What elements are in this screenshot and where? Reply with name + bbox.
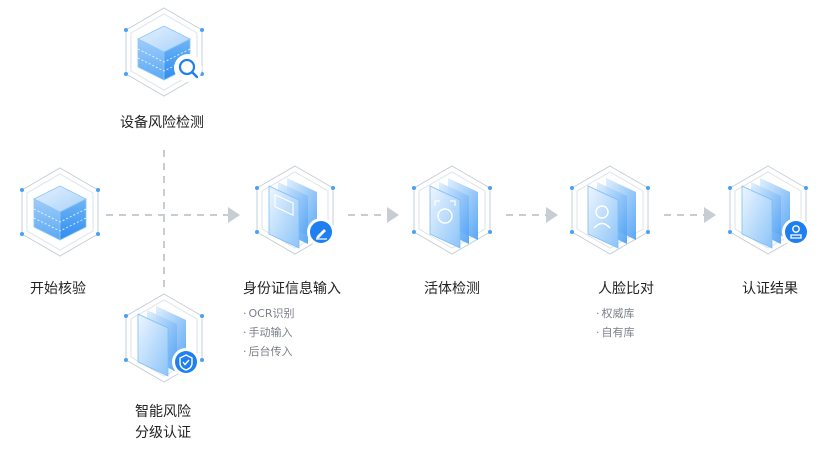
hex-frame [20, 167, 100, 257]
label-result: 认证结果 [742, 281, 798, 297]
node-start-illustration [20, 167, 100, 257]
result-plates [741, 178, 790, 249]
label-liveness: 活体检测 [424, 281, 480, 297]
node-result-illustration [728, 165, 810, 255]
label-smart-risk-line2: 分级认证 [135, 425, 191, 441]
label-identity-input: 身份证信息输入 [243, 281, 341, 297]
face-scan-plates [429, 178, 478, 249]
node-smart-risk-illustration [124, 293, 204, 383]
node-liveness-illustration [412, 165, 492, 255]
identity-input-methods: OCR识别 手动输入 后台传入 [243, 304, 295, 361]
head-icon [593, 205, 611, 229]
person-stamp-icon [782, 218, 810, 246]
label-device-risk: 设备风险检测 [120, 115, 204, 131]
hex-frame [124, 7, 204, 97]
sub-item-own-db: 自有库 [596, 323, 635, 342]
sub-item-backend: 后台传入 [243, 342, 294, 361]
pen-icon [307, 218, 335, 246]
magnifier-icon [174, 54, 202, 82]
shield-check-icon [172, 348, 200, 376]
node-identity-illustration [255, 165, 335, 255]
connectors [106, 150, 716, 292]
cube-icon [33, 185, 87, 241]
hex-frame [570, 165, 650, 255]
label-start: 开始核验 [30, 281, 86, 297]
sub-item-ocr: OCR识别 [243, 304, 295, 323]
label-smart-risk-line1: 智能风险 [135, 404, 191, 420]
face-compare-sources: 权威库 自有库 [596, 304, 635, 342]
face-outline-icon [437, 208, 453, 224]
hex-frame [124, 293, 204, 383]
sub-item-authority-db: 权威库 [596, 304, 635, 323]
node-face-compare-illustration [570, 165, 650, 255]
face-compare-plates [587, 178, 636, 249]
label-face-compare: 人脸比对 [598, 281, 654, 297]
hex-frame [412, 165, 492, 255]
sub-item-manual: 手动输入 [243, 323, 294, 342]
node-device-risk-illustration [124, 7, 204, 97]
